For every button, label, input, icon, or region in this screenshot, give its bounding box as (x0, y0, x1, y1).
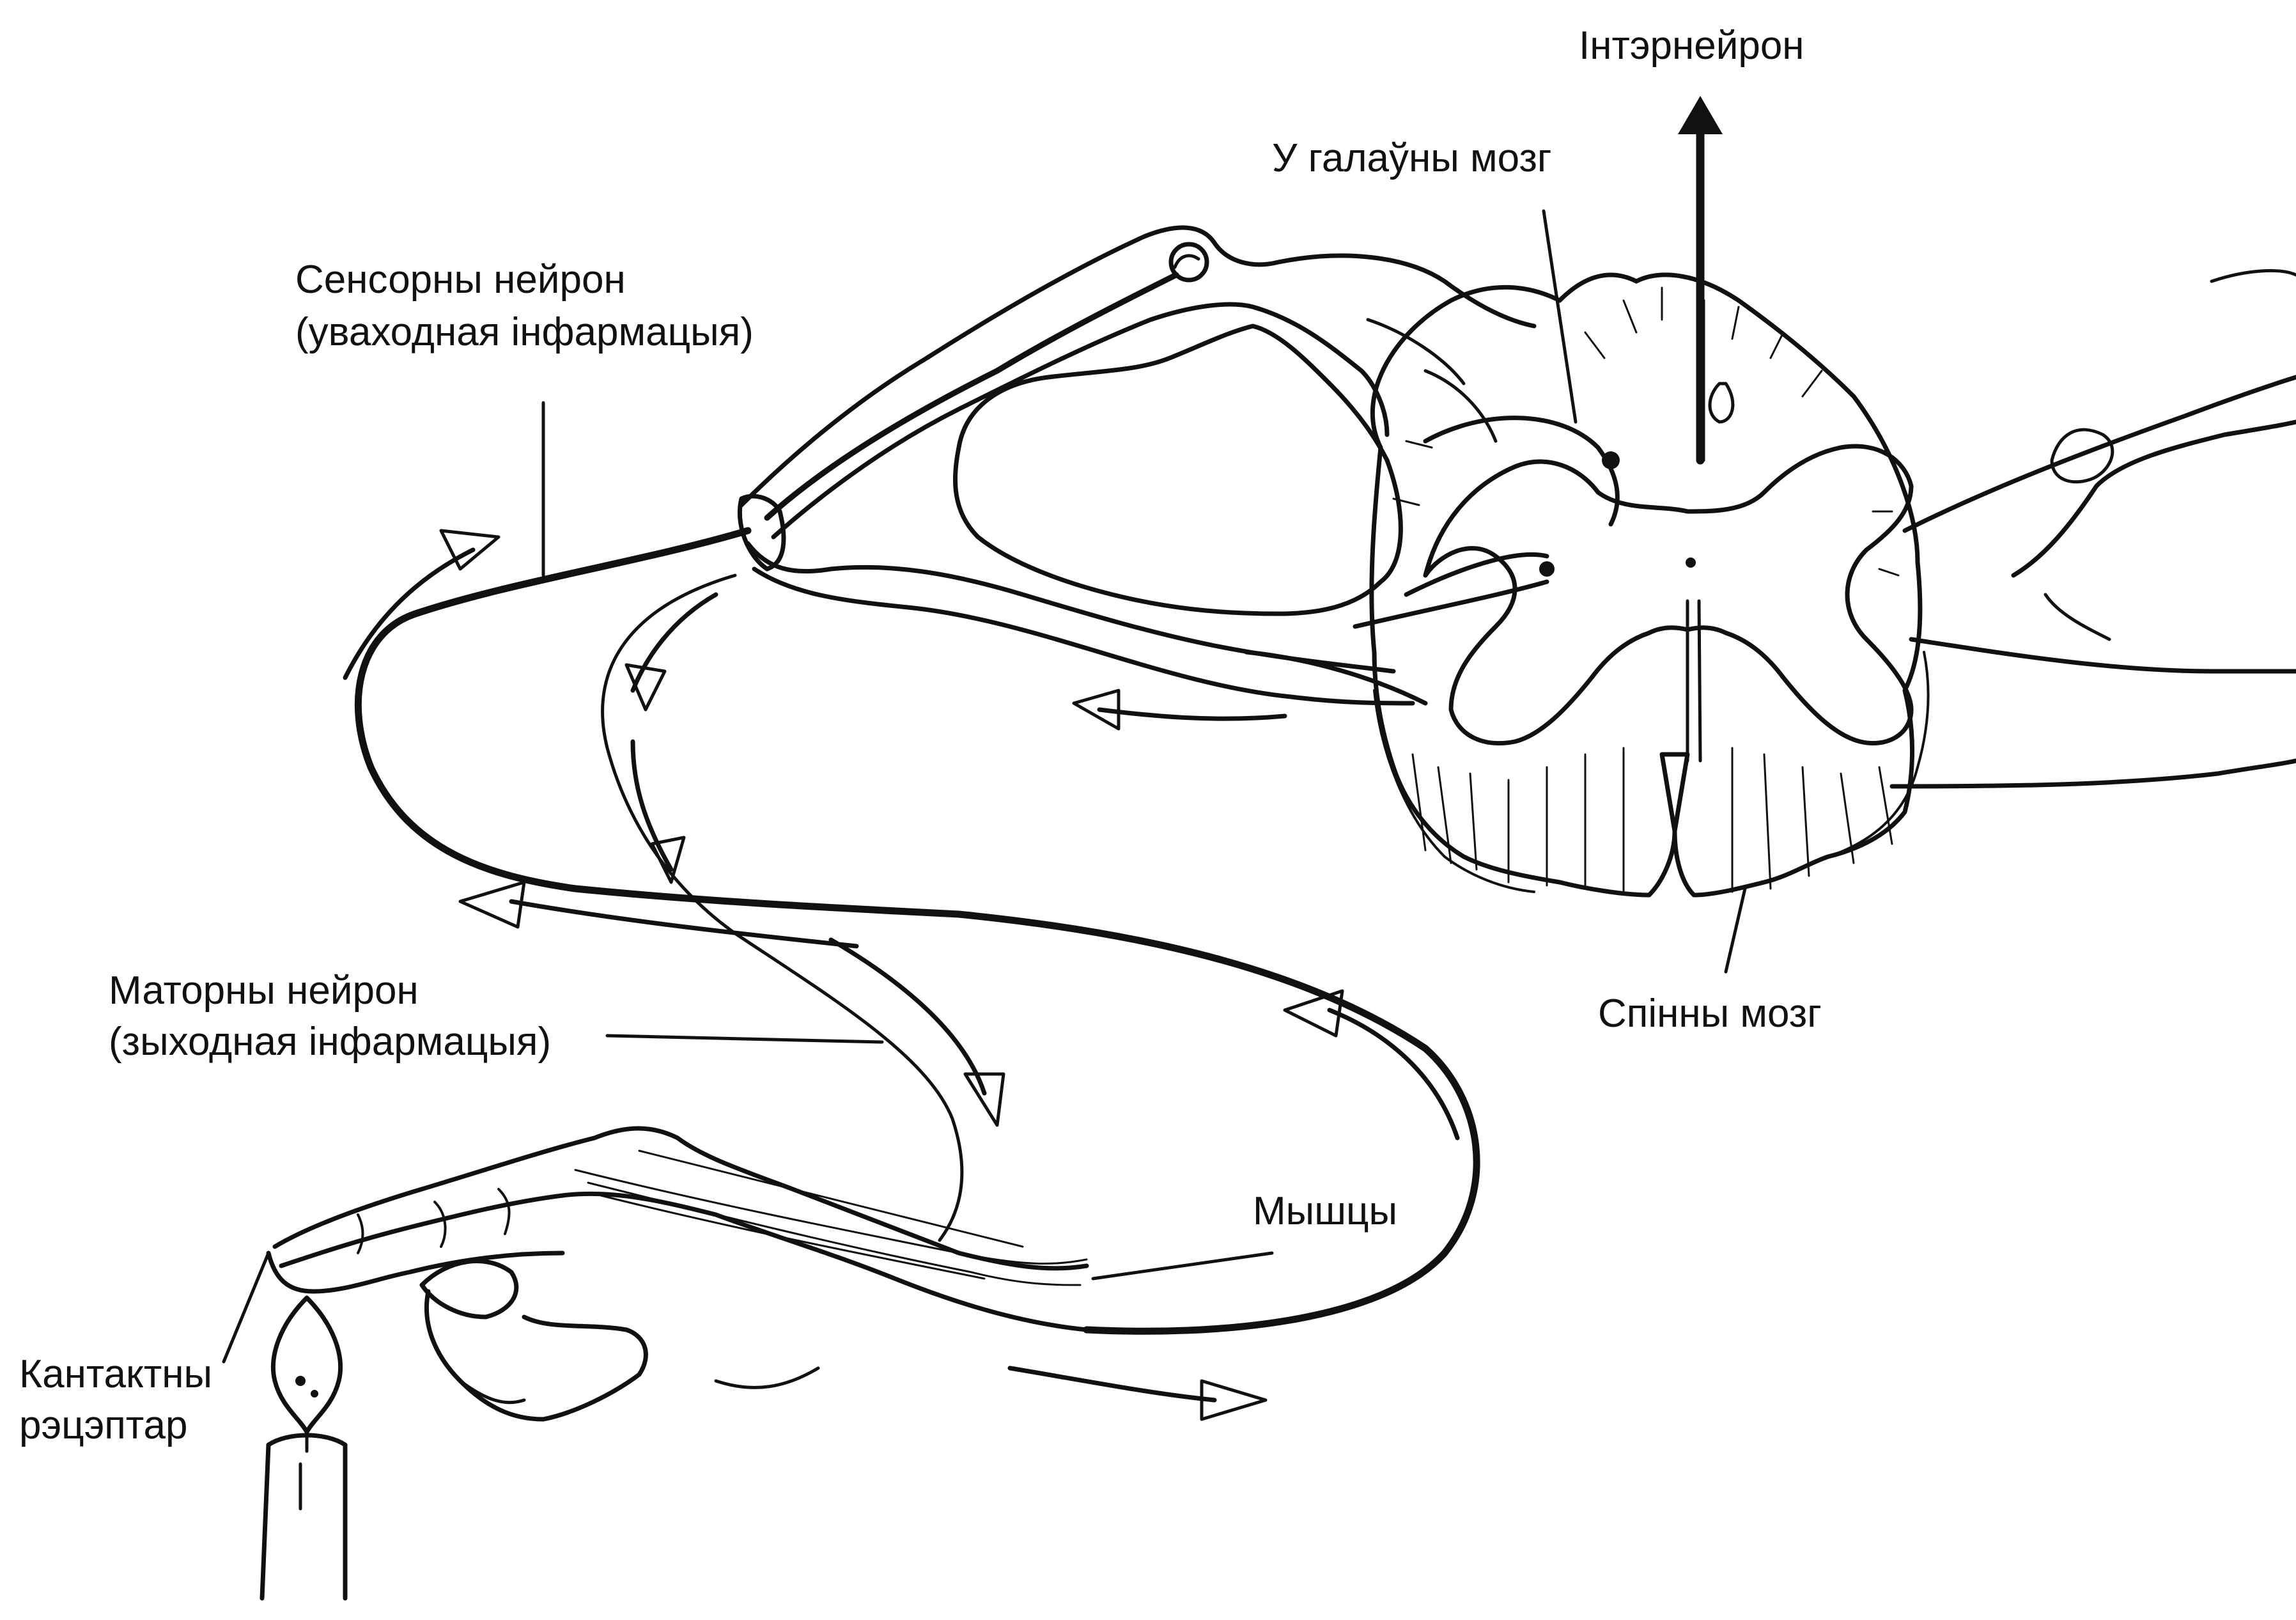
leader-receptor (224, 1253, 268, 1362)
leader-muscles (1093, 1253, 1272, 1279)
hand-and-candle (262, 1128, 1087, 1598)
labels: Інтэрнейрон У галаўны мозг Сенсорны нейр… (19, 24, 1822, 1447)
label-sensory-line2: (уваходная інфармацыя) (295, 310, 754, 354)
right-nerve-roots (1892, 270, 2296, 786)
leader-motor (607, 1036, 882, 1042)
label-spinal-cord: Спінны мозг (1598, 992, 1822, 1036)
label-brain: У галаўны мозг (1272, 136, 1551, 180)
leader-brain (1544, 211, 1576, 422)
leader-lines (224, 211, 1745, 1362)
leader-spinal-cord (1726, 889, 1745, 972)
label-receptor-line1: Кантактны (19, 1352, 212, 1396)
spinal-cord-section (1372, 275, 1928, 895)
label-motor-line1: Маторны нейрон (109, 969, 419, 1013)
label-receptor-line2: рэцэптар (19, 1403, 188, 1447)
label-motor-line2: (зыходная інфармацыя) (109, 1020, 551, 1064)
label-interneuron: Інтэрнейрон (1579, 24, 1804, 68)
label-muscles: Мышцы (1253, 1189, 1397, 1233)
label-sensory-line1: Сенсорны нейрон (295, 258, 626, 302)
